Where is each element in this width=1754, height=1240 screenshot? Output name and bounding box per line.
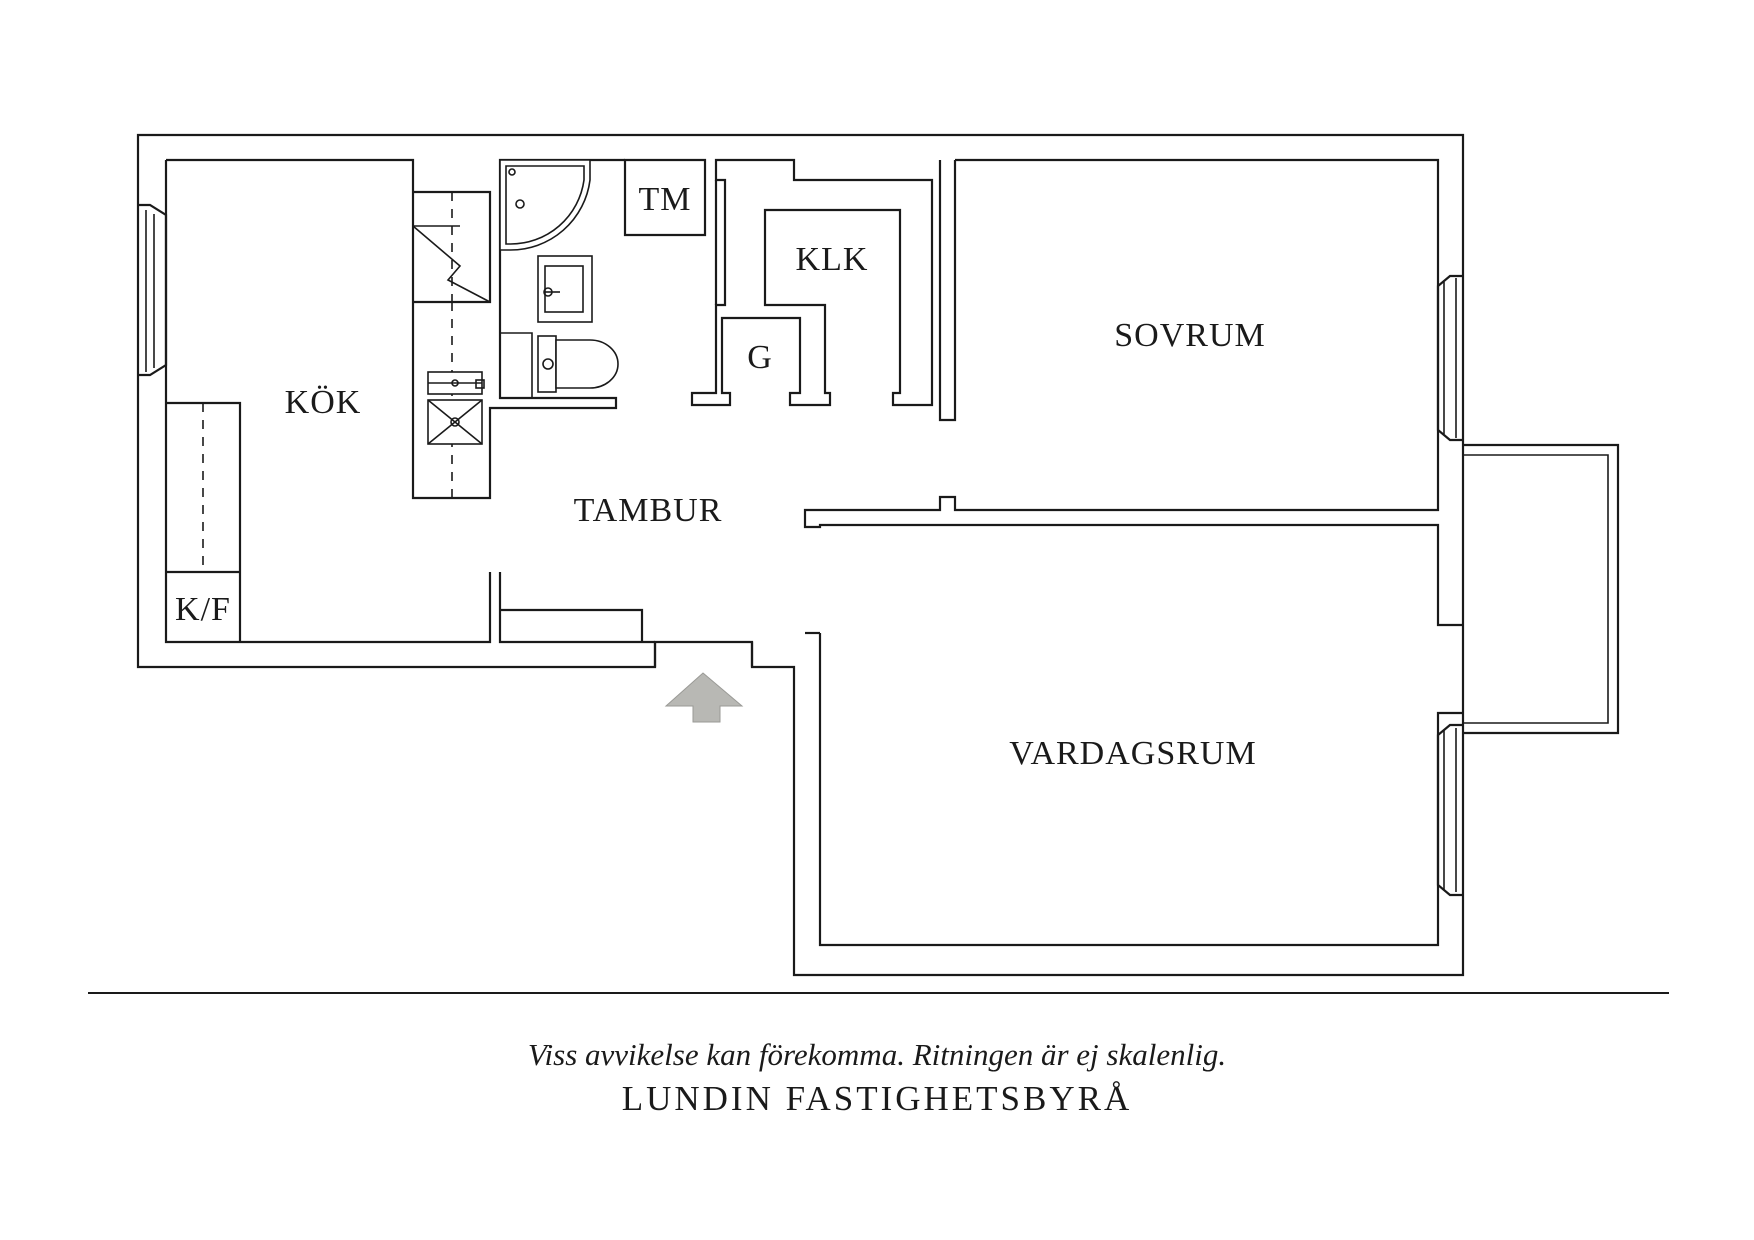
hall-south-wall bbox=[498, 572, 655, 644]
room-label-g: G bbox=[747, 339, 773, 376]
room-label-klk: KLK bbox=[796, 241, 869, 278]
living-room-wall bbox=[818, 633, 1463, 947]
shower-drain-icon bbox=[515, 199, 525, 209]
room-label-tm: TM bbox=[639, 181, 692, 218]
room-label-kok: KÖK bbox=[285, 384, 362, 421]
hall-south-recess bbox=[500, 608, 644, 642]
kitchen-window bbox=[138, 203, 168, 377]
kitchen-south-wall bbox=[164, 160, 492, 644]
shower-inner bbox=[505, 165, 585, 245]
room-label-tambur: TAMBUR bbox=[574, 492, 723, 529]
footer-company-name: LUNDIN FASTIGHETSBYRÅ bbox=[621, 1079, 1133, 1118]
closet-area-outline bbox=[690, 158, 934, 407]
fridge-freezer bbox=[166, 401, 242, 642]
room-label-kf: K/F bbox=[175, 591, 231, 628]
bathroom-east-wall bbox=[623, 158, 707, 237]
shower-fixture bbox=[499, 159, 591, 251]
kitchen-inner-wall bbox=[166, 158, 625, 500]
balcony bbox=[1463, 443, 1620, 735]
toilet-bowl bbox=[555, 339, 619, 389]
bedroom-window bbox=[1436, 274, 1463, 442]
entrance-arrow-icon bbox=[664, 672, 744, 723]
living-room-window bbox=[1436, 723, 1463, 897]
footer-disclaimer: Viss avvikelse kan förekomma. Ritningen … bbox=[527, 1037, 1227, 1072]
footer-divider bbox=[88, 992, 1669, 994]
bedroom-wall bbox=[803, 158, 1463, 627]
room-label-vardagsrum: VARDAGSRUM bbox=[1009, 735, 1256, 772]
room-label-sovrum: SOVRUM bbox=[1114, 317, 1265, 354]
